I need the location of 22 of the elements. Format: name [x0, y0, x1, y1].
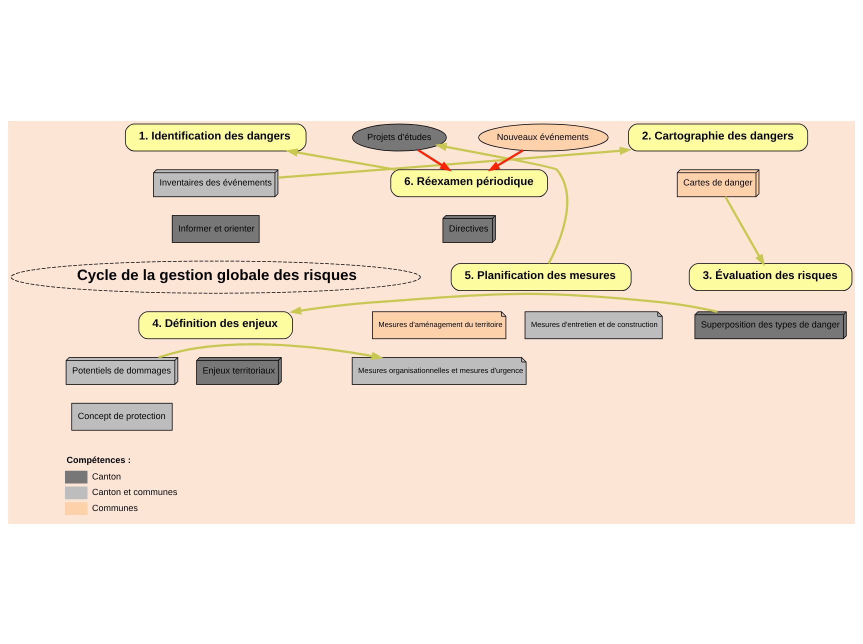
node-box: 4. Définition des enjeux — [138, 310, 293, 339]
arrow — [289, 292, 718, 314]
arrow — [286, 148, 396, 170]
legend-label: Canton et communes — [92, 486, 178, 497]
legend-label: Communes — [92, 502, 138, 512]
node-box: 1. Identification des dangers — [124, 123, 306, 151]
arrow — [158, 342, 384, 360]
arrow — [278, 146, 632, 178]
node-box: Concept de protection — [71, 402, 173, 430]
node-ellipse: Nouveaux événements — [478, 123, 609, 151]
label: Compétences : — [66, 454, 131, 464]
arrow — [724, 196, 765, 266]
arrow — [488, 148, 524, 171]
node-box: 5. Planification des mesures — [450, 262, 632, 290]
node-box: 6. Réexamen périodique — [390, 168, 548, 197]
arrow — [418, 148, 452, 171]
node-box: 3. Évaluation des risques — [688, 262, 852, 290]
legend-label: Canton — [92, 470, 121, 481]
node-box: Informer et orienter — [172, 214, 260, 242]
arrow — [434, 142, 568, 264]
node-box: 2. Cartographie des dangers — [628, 123, 808, 151]
node-ellipse: Cycle de la gestion globale des risques — [10, 260, 421, 294]
